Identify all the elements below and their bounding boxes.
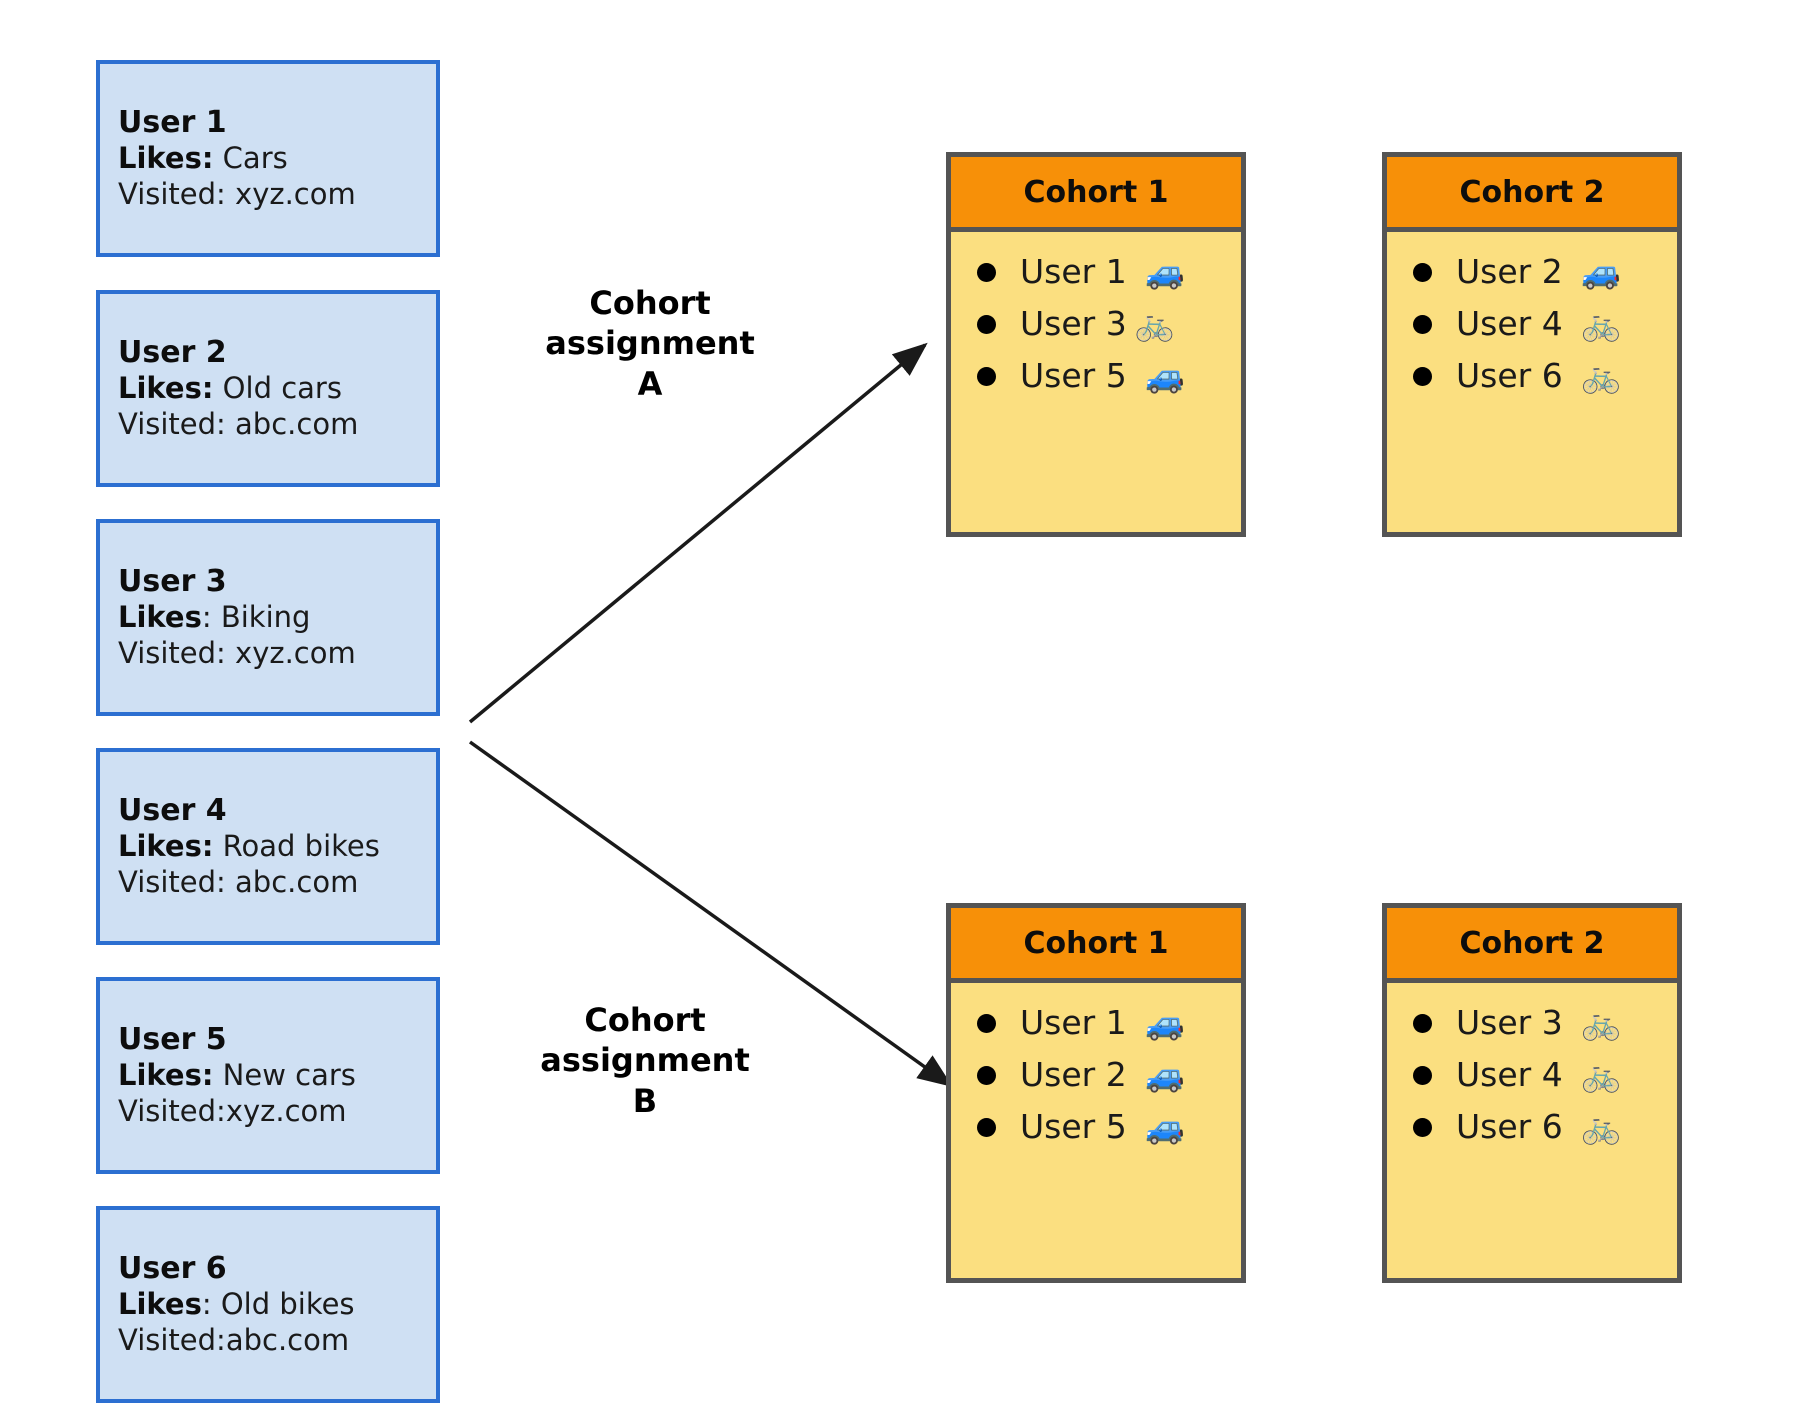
user-likes-value: Cars [213,141,288,176]
cohort-member-label: User 1 [1020,252,1138,292]
user-likes-value: Road bikes [213,829,380,864]
cohort-member[interactable]: User 5 🚙 [951,350,1241,402]
bicycle-icon: 🚲 [1581,1004,1622,1042]
bullet-icon [977,1065,996,1085]
user-card[interactable]: User 2 Likes: Old cars Visited: abc.com [96,290,440,487]
user-card[interactable]: User 3 Likes: Biking Visited: xyz.com [96,519,440,716]
user-likes-label: Likes [118,1287,202,1322]
user-visited: Visited: abc.com [118,864,359,899]
cohort-box[interactable]: Cohort 2 User 2 🚙 User 4 🚲 User 6 🚲 [1382,152,1682,537]
bullet-icon [977,366,996,386]
cohort-member[interactable]: User 1 🚙 [951,997,1241,1049]
user-visited: Visited:xyz.com [118,1093,347,1128]
user-visited: Visited:abc.com [118,1322,350,1357]
cohort-member-label: User 5 [1020,356,1138,396]
cohort-member[interactable]: User 3 🚲 [951,298,1241,350]
user-likes-value: Old cars [213,371,342,406]
car-icon: 🚙 [1145,253,1186,291]
user-visited: Visited: xyz.com [118,635,356,670]
user-likes-value: : Old bikes [201,1287,355,1322]
cohort-member[interactable]: User 1 🚙 [951,246,1241,298]
cohort-member[interactable]: User 6 🚲 [1387,1101,1677,1153]
user-visited: Visited: abc.com [118,406,359,441]
user-title: User 4 [118,792,227,828]
arrow-label-assignment-b: Cohort assignment B [540,1001,750,1120]
cohort-member-label: User 4 [1456,304,1574,344]
user-title: User 5 [118,1021,227,1057]
user-likes: Likes: Biking [118,600,418,635]
user-likes-label: Likes: [118,371,214,406]
cohort-member-label: User 2 [1020,1055,1138,1095]
bicycle-icon: 🚲 [1581,357,1622,395]
cohort-member-label: User 2 [1456,252,1574,292]
cohort-title: Cohort 1 [951,908,1241,983]
cohort-title: Cohort 2 [1387,157,1677,232]
cohort-member-label: User 3 [1020,304,1127,344]
bicycle-icon: 🚲 [1581,1056,1622,1094]
cohort-member-list: User 2 🚙 User 4 🚲 User 6 🚲 [1387,232,1677,532]
user-visited: Visited: xyz.com [118,176,356,211]
cohort-member-label: User 3 [1456,1003,1574,1043]
user-title: User 3 [118,563,227,599]
user-title: User 1 [118,104,227,140]
cohort-box[interactable]: Cohort 1 User 1 🚙 User 3 🚲 User 5 🚙 [946,152,1246,537]
cohort-member-label: User 1 [1020,1003,1138,1043]
user-likes-label: Likes [118,600,202,635]
cohort-member-list: User 1 🚙 User 3 🚲 User 5 🚙 [951,232,1241,532]
user-likes: Likes: Cars [118,141,418,176]
user-title: User 6 [118,1250,227,1286]
user-card[interactable]: User 5 Likes: New cars Visited:xyz.com [96,977,440,1174]
car-icon: 🚙 [1145,1056,1186,1094]
bullet-icon [977,1117,996,1137]
bicycle-icon: 🚲 [1134,305,1175,343]
user-likes: Likes: Old cars [118,371,418,406]
cohort-member-list: User 3 🚲 User 4 🚲 User 6 🚲 [1387,983,1677,1278]
user-likes-value: New cars [213,1058,356,1093]
user-likes-label: Likes: [118,1058,214,1093]
user-likes-label: Likes: [118,141,214,176]
cohort-title: Cohort 1 [951,157,1241,232]
bicycle-icon: 🚲 [1581,1108,1622,1146]
bullet-icon [1413,1117,1432,1137]
cohort-member[interactable]: User 5 🚙 [951,1101,1241,1153]
cohort-member[interactable]: User 3 🚲 [1387,997,1677,1049]
bullet-icon [1413,262,1432,282]
bullet-icon [1413,366,1432,386]
cohort-member[interactable]: User 6 🚲 [1387,350,1677,402]
user-title: User 2 [118,334,227,370]
cohort-member[interactable]: User 2 🚙 [951,1049,1241,1101]
user-likes-label: Likes: [118,829,214,864]
car-icon: 🚙 [1145,357,1186,395]
cohort-member[interactable]: User 4 🚲 [1387,298,1677,350]
cohort-member-label: User 6 [1456,1107,1574,1147]
bullet-icon [977,314,996,334]
bullet-icon [977,262,996,282]
bicycle-icon: 🚲 [1581,305,1622,343]
cohort-member[interactable]: User 2 🚙 [1387,246,1677,298]
arrow-label-assignment-a: Cohort assignment A [545,284,755,403]
cohort-box[interactable]: Cohort 1 User 1 🚙 User 2 🚙 User 5 🚙 [946,903,1246,1283]
user-likes: Likes: New cars [118,1058,418,1093]
cohort-member-label: User 5 [1020,1107,1138,1147]
bullet-icon [1413,314,1432,334]
user-card[interactable]: User 6 Likes: Old bikes Visited:abc.com [96,1206,440,1403]
user-likes-value: : Biking [201,600,311,635]
bullet-icon [977,1013,996,1033]
cohort-title: Cohort 2 [1387,908,1677,983]
user-card[interactable]: User 1 Likes: Cars Visited: xyz.com [96,60,440,257]
cohort-box[interactable]: Cohort 2 User 3 🚲 User 4 🚲 User 6 🚲 [1382,903,1682,1283]
bullet-icon [1413,1065,1432,1085]
user-likes: Likes: Road bikes [118,829,418,864]
cohort-member[interactable]: User 4 🚲 [1387,1049,1677,1101]
car-icon: 🚙 [1581,253,1622,291]
bullet-icon [1413,1013,1432,1033]
cohort-member-label: User 4 [1456,1055,1574,1095]
user-likes: Likes: Old bikes [118,1287,418,1322]
car-icon: 🚙 [1145,1108,1186,1146]
user-card[interactable]: User 4 Likes: Road bikes Visited: abc.co… [96,748,440,945]
car-icon: 🚙 [1145,1004,1186,1042]
cohort-member-list: User 1 🚙 User 2 🚙 User 5 🚙 [951,983,1241,1278]
cohort-member-label: User 6 [1456,356,1574,396]
